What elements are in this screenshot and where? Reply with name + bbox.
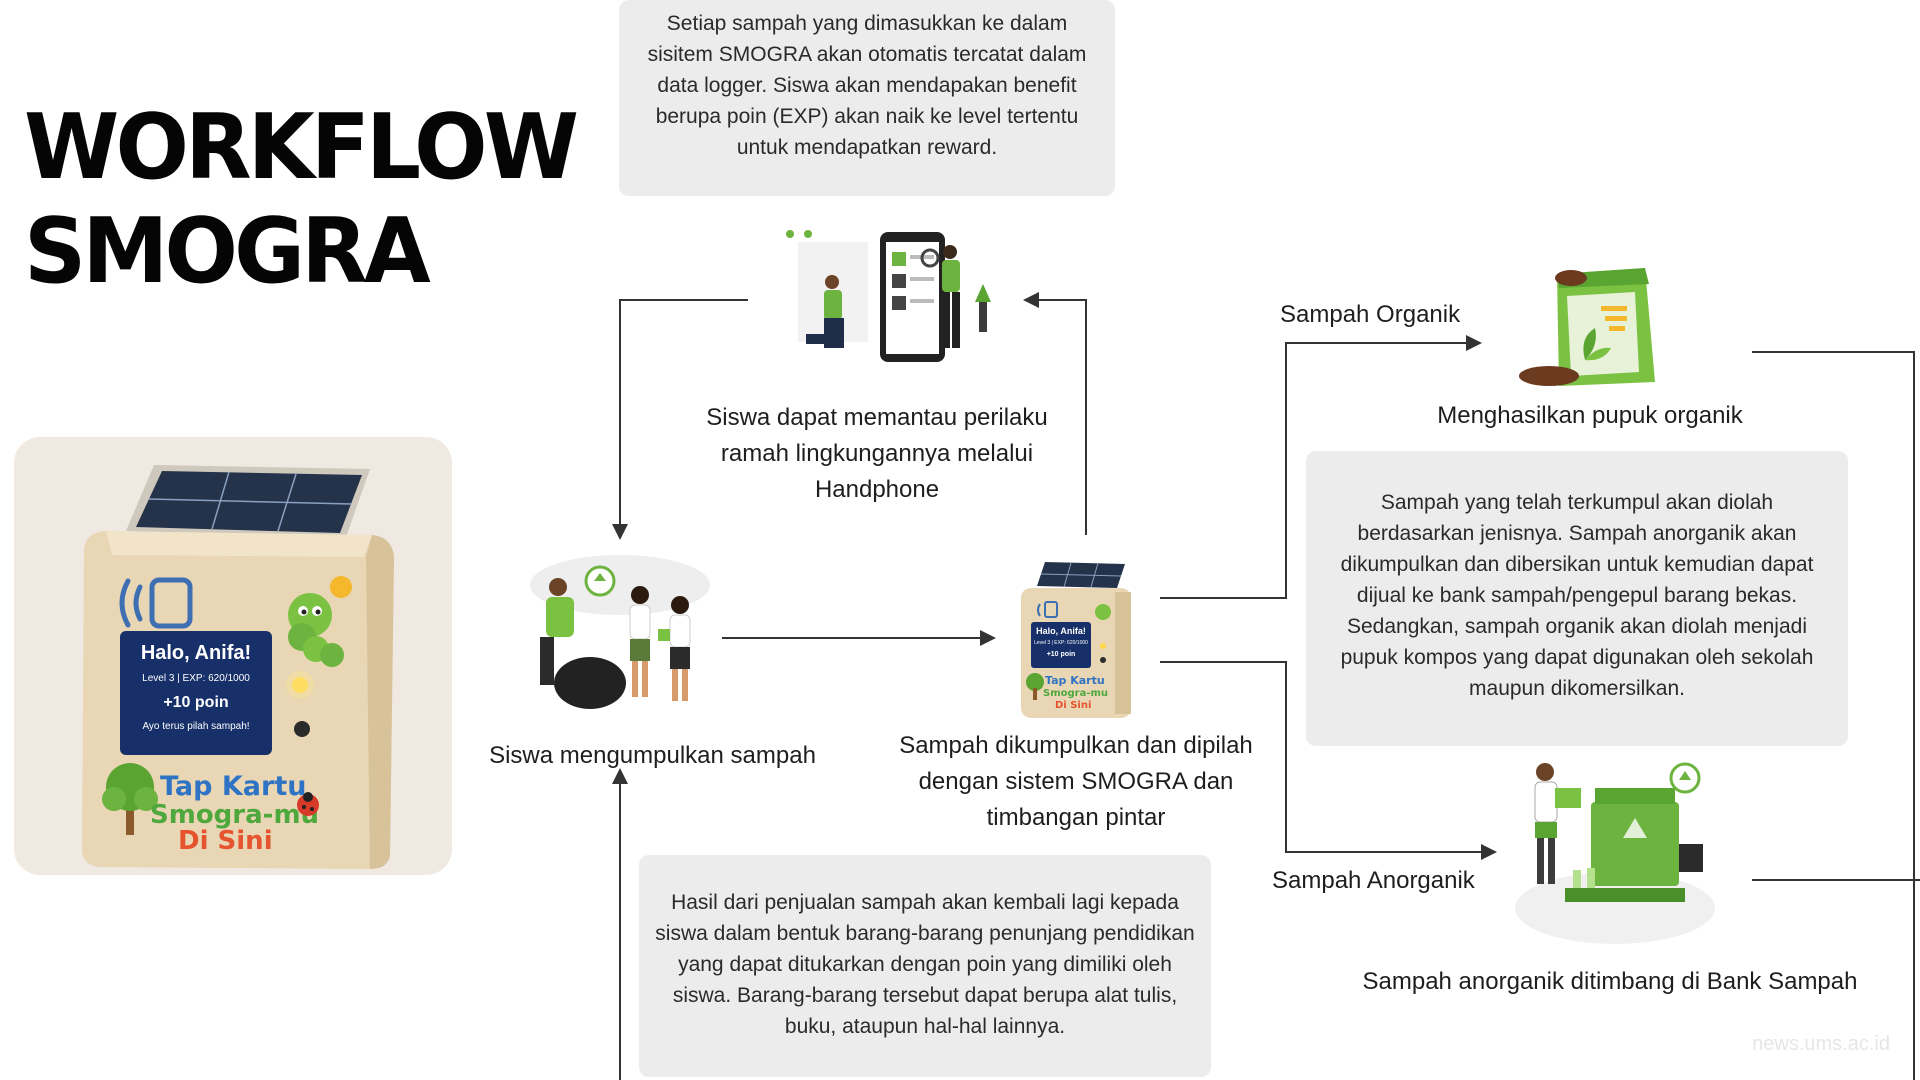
students-collecting-illustration <box>520 545 720 730</box>
label-organic-fertilizer: Menghasilkan pupuk organik <box>1437 402 1743 429</box>
info-box-processing: Sampah yang telah terkumpul akan diolah … <box>1306 451 1848 746</box>
label-monitor-phone: Siswa dapat memantau perilaku ramah ling… <box>706 404 1048 503</box>
label-sorting-system: Sampah dikumpulkan dan dipilah dengan si… <box>899 732 1253 831</box>
mini-device-screen-level: Level 3 | EXP: 620/1000 <box>1034 640 1088 646</box>
label-inorganic-waste: Sampah Anorganik <box>1272 867 1475 894</box>
mini-device-sticker-line-1: Tap Kartu <box>1045 674 1105 687</box>
arrow-sort-to-inorganic <box>1160 661 1497 860</box>
label-waste-bank: Sampah anorganik ditimbang di Bank Sampa… <box>1362 968 1858 995</box>
device-screen-level: Level 3 | EXP: 620/1000 <box>142 673 250 684</box>
device-sticker-line-1: Tap Kartu <box>160 771 306 802</box>
smogra-sorting-device-illustration: Halo, Anifa! Level 3 | EXP: 620/1000 +10… <box>1015 560 1140 722</box>
device-screen-greeting: Halo, Anifa! <box>141 642 251 664</box>
fertilizer-bag-illustration <box>1515 262 1665 390</box>
mini-device-sticker-line-3: Di Sini <box>1055 700 1091 711</box>
device-screen-points: +10 poin <box>163 694 228 711</box>
arrow-sort-to-phone <box>1023 292 1087 535</box>
mini-device-screen-points: +10 poin <box>1047 651 1076 658</box>
mini-device-sticker-line-2: Smogra-mu <box>1043 688 1108 699</box>
info-box-sales-return-text: Hasil dari penjualan sampah akan kembali… <box>655 891 1195 1038</box>
label-organic-waste: Sampah Organik <box>1280 301 1461 328</box>
info-box-data-logger: Setiap sampah yang dimasukkan ke dalam s… <box>619 0 1115 196</box>
info-box-processing-text: Sampah yang telah terkumpul akan diolah … <box>1340 491 1814 700</box>
arrow-sort-to-organic <box>1160 335 1482 599</box>
device-sticker-line-2: Smogra-mu <box>150 800 319 830</box>
arrow-phone-to-collect <box>612 299 748 540</box>
phone-monitoring-illustration <box>780 222 1000 377</box>
line-fertilizer-out <box>1752 351 1915 1080</box>
smogra-device-photo: Halo, Anifa! Level 3 | EXP: 620/1000 +10… <box>14 437 452 875</box>
title-line-1: WORKFLOW <box>24 95 579 200</box>
waste-bank-illustration <box>1495 758 1725 950</box>
title-line-2: SMOGRA <box>24 199 431 304</box>
mini-device-screen-greeting: Halo, Anifa! <box>1036 626 1086 636</box>
device-screen-prompt: Ayo terus pilah sampah! <box>142 721 249 732</box>
page-title: WORKFLOW SMOGRA <box>24 95 579 304</box>
watermark: news.ums.ac.id <box>1752 1033 1890 1055</box>
label-students-collect: Siswa mengumpulkan sampah <box>489 742 816 769</box>
info-box-sales-return: Hasil dari penjualan sampah akan kembali… <box>639 855 1211 1077</box>
info-box-data-logger-text: Setiap sampah yang dimasukkan ke dalam s… <box>647 12 1087 159</box>
device-sticker-line-3: Di Sini <box>178 826 273 856</box>
